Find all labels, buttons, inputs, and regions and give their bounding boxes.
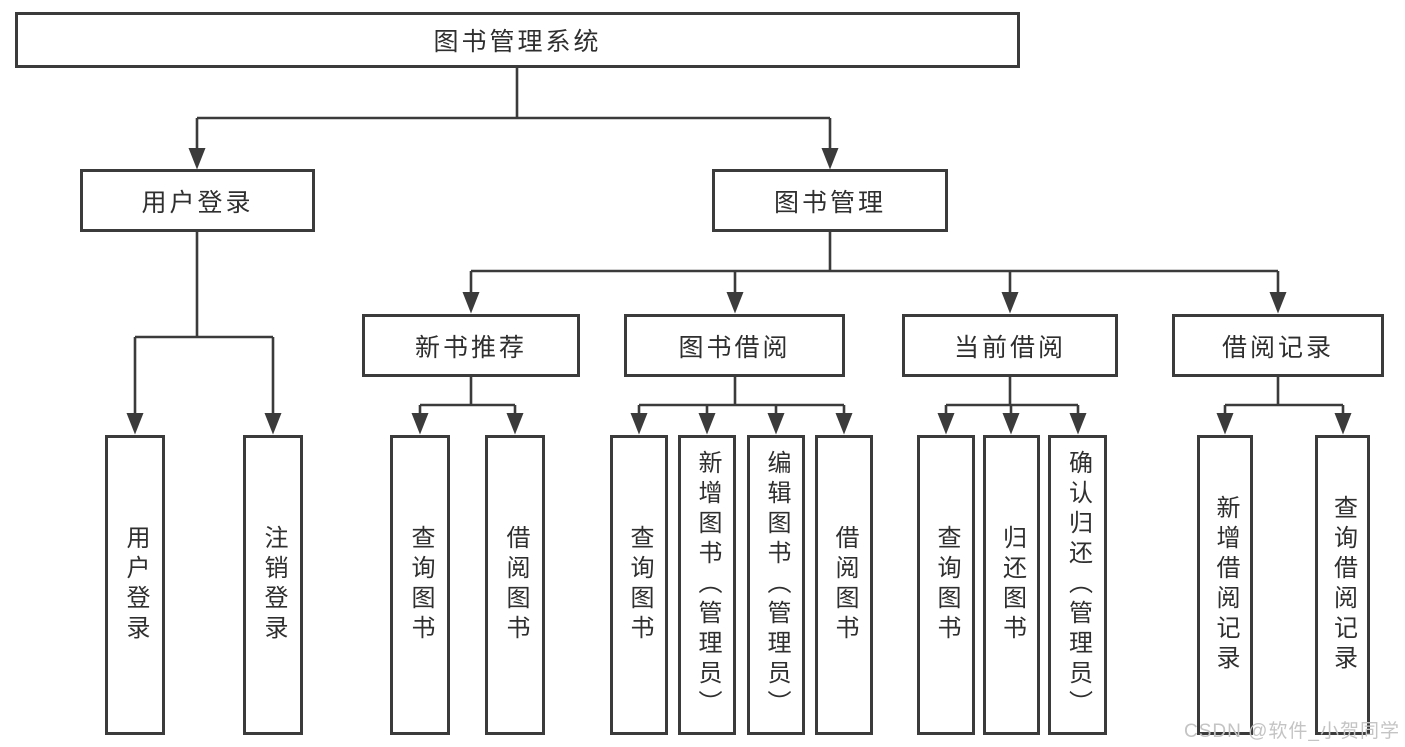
node-current-borrowing: 当前借阅 (902, 314, 1118, 377)
leaf-query-books-borrowing: 查询图书 (610, 435, 668, 735)
leaf-confirm-return-admin: 确认归还（管理员） (1048, 435, 1107, 735)
connector-new-book-children (411, 377, 524, 435)
connector-current-borrowing-children (937, 377, 1087, 435)
leaf-add-borrow-record: 新增借阅记录 (1197, 435, 1253, 735)
watermark-text: CSDN @软件_小贺同学 (1184, 721, 1400, 742)
node-book-management: 图书管理 (712, 169, 948, 232)
leaf-return-books: 归还图书 (983, 435, 1040, 735)
leaf-query-books-current: 查询图书 (917, 435, 975, 735)
leaf-query-borrow-record: 查询借阅记录 (1315, 435, 1370, 735)
leaf-user-login: 用户登录 (105, 435, 165, 735)
connector-borrow-records-children (1216, 377, 1352, 435)
leaf-borrow-books-recommend: 借阅图书 (485, 435, 545, 735)
leaf-query-books-recommend: 查询图书 (390, 435, 450, 735)
connector-user-login-children (126, 232, 282, 435)
leaf-add-books-admin: 新增图书（管理员） (678, 435, 736, 735)
node-library-system: 图书管理系统 (15, 12, 1020, 68)
leaf-edit-books-admin: 编辑图书（管理员） (747, 435, 805, 735)
leaf-borrow-books-borrowing: 借阅图书 (815, 435, 873, 735)
node-new-book-recommendation: 新书推荐 (362, 314, 580, 377)
node-borrowing-records: 借阅记录 (1172, 314, 1384, 377)
node-user-login: 用户登录 (80, 169, 315, 232)
leaf-logout-login: 注销登录 (243, 435, 303, 735)
connector-book-management-children (462, 232, 1287, 314)
connector-root-to-branches (188, 65, 839, 170)
connector-book-borrowing-children (630, 377, 853, 435)
node-book-borrowing: 图书借阅 (624, 314, 845, 377)
